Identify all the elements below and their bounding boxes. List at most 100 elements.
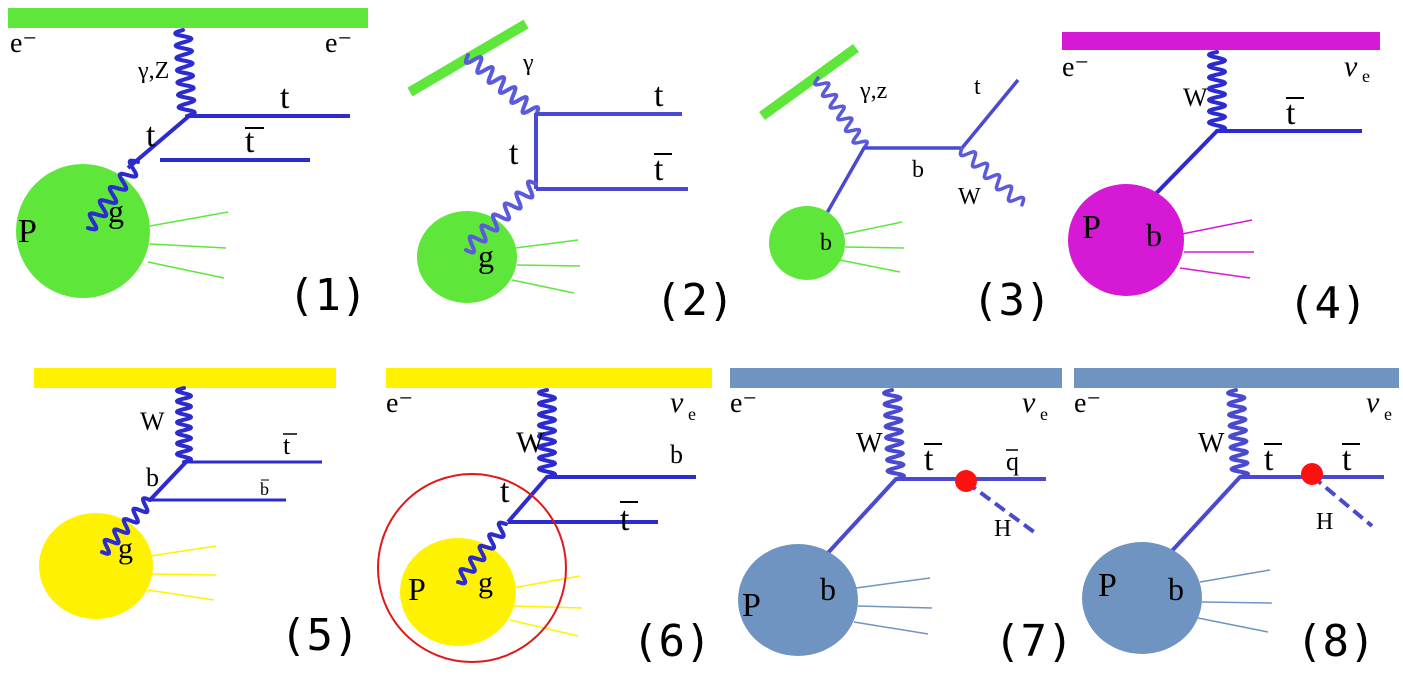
gluon-label: g — [108, 193, 124, 229]
proton-label: P — [408, 571, 426, 607]
photon-z-wavy-line — [813, 76, 869, 150]
w-label: W — [958, 184, 981, 210]
diagram-number: (8) — [1296, 616, 1375, 667]
w-label: W — [1198, 428, 1225, 459]
proton-label: P — [1098, 567, 1117, 604]
proton-label: P — [1082, 209, 1101, 246]
antitop-label: t — [283, 431, 291, 460]
higgs-label: H — [1316, 509, 1333, 535]
proton-remnant-line — [853, 621, 929, 635]
electron-in-label: e⁻ — [386, 388, 413, 419]
w-label: W — [1183, 83, 1208, 112]
w-boson-wavy-line — [1226, 388, 1250, 479]
gluon-wavy-line — [464, 179, 538, 255]
diagram-number: (2) — [655, 275, 734, 326]
top-quark-line — [960, 78, 1020, 150]
electron-beam-bar — [8, 8, 368, 28]
diagram-8: e⁻ ν e W t t H P b (8) — [1074, 368, 1399, 667]
photon-z-boson-wavy-line — [173, 28, 197, 118]
proton-remnant-line — [511, 279, 575, 294]
electron-in-label: e⁻ — [1074, 388, 1101, 419]
proton-remnant-line — [147, 589, 215, 601]
top-label: t — [974, 74, 981, 100]
diagram-number: (6) — [632, 616, 711, 667]
gluon-wavy-line — [100, 496, 152, 556]
diagram-number: (4) — [1288, 278, 1367, 329]
electron-in-label: e⁻ — [1062, 52, 1089, 83]
antiquark-label: q — [1006, 447, 1019, 476]
exchange-top-line — [126, 114, 191, 170]
antitop2-label: t — [1342, 441, 1352, 478]
b-in-label: b — [820, 230, 832, 256]
antib-label: b — [260, 479, 269, 499]
exchange-label: t — [146, 117, 156, 154]
proton-remnant-line — [514, 239, 579, 249]
neutrino-subscript: e — [1362, 66, 1370, 86]
proton-remnant-line — [844, 246, 905, 249]
electron-beam-bar — [386, 368, 712, 388]
electron-beam-bar — [1074, 368, 1399, 388]
proton-remnant-line — [1197, 617, 1269, 633]
proton-blob — [39, 513, 153, 619]
neutrino-subscript: e — [1384, 404, 1392, 424]
top-label: t — [654, 77, 664, 114]
proton-remnant-line — [857, 605, 933, 609]
diagram-7: e⁻ ν e W t q H P b (7) — [730, 368, 1073, 667]
proton-remnant-line — [147, 261, 225, 279]
w-boson-wavy-line — [958, 146, 1026, 207]
higgs-dashed-line — [1310, 474, 1374, 528]
gluon-wavy-line — [86, 158, 140, 232]
antitop-label: t — [1286, 95, 1296, 132]
proton-remnant-line — [151, 573, 217, 576]
exchange-label: b — [146, 463, 159, 492]
b-in-label: b — [1168, 571, 1184, 607]
b-in-label: b — [1146, 217, 1162, 253]
b-quark-label: b — [912, 157, 924, 183]
antitop-label: t — [924, 441, 934, 478]
gluon-label: g — [118, 532, 133, 565]
proton-remnant-line — [513, 605, 583, 609]
proton-remnant-line — [1201, 601, 1273, 604]
w-boson-wavy-line — [1207, 50, 1227, 133]
exchange-label: t — [509, 135, 519, 172]
w-label: W — [856, 428, 883, 459]
electron-in-label: e⁻ — [730, 388, 757, 419]
neutrino-subscript: e — [1040, 404, 1048, 424]
proton-blob — [1068, 184, 1184, 296]
photon-wavy-line — [463, 53, 541, 117]
proton-label: P — [742, 587, 761, 624]
neutrino-label: ν — [1366, 386, 1380, 419]
neutrino-label: ν — [1344, 50, 1358, 83]
proton-remnant-line — [516, 264, 581, 267]
proton-remnant-line — [844, 221, 903, 235]
bottom-exchange-line — [148, 460, 188, 502]
proton-blob — [400, 538, 516, 646]
proton-blob — [417, 211, 517, 303]
diagram-5: W t b b g (5) — [34, 368, 359, 661]
b-out-label: b — [670, 440, 683, 469]
diagram-2: γ t t t g (2) — [407, 19, 734, 326]
b-in-label: b — [820, 571, 836, 607]
boson-label: γ,z — [859, 78, 887, 104]
diagram-number: (3) — [972, 275, 1051, 326]
neutrino-label: ν — [1022, 386, 1036, 419]
antitop-label: t — [620, 501, 630, 538]
proton-blob — [738, 544, 858, 656]
yukawa-vertex-dot — [1301, 463, 1323, 485]
proton-remnant-line — [1199, 569, 1271, 583]
yukawa-vertex-dot — [955, 470, 977, 492]
electron-beam-bar — [34, 368, 336, 388]
gluon-label: g — [478, 566, 493, 599]
higgs-dashed-line — [964, 480, 1036, 534]
neutrino-label: ν — [670, 386, 684, 419]
proton-remnant-line — [511, 575, 581, 589]
proton-remnant-line — [1181, 219, 1253, 235]
w-label: W — [516, 426, 545, 459]
diagram-number: (5) — [280, 610, 359, 661]
proton-remnant-line — [149, 545, 217, 557]
proton-blob — [769, 206, 845, 280]
antitop-label: t — [1264, 441, 1274, 478]
higgs-label: H — [994, 516, 1011, 542]
proton-remnant-line — [855, 577, 931, 589]
boson-label: γ — [522, 50, 534, 76]
